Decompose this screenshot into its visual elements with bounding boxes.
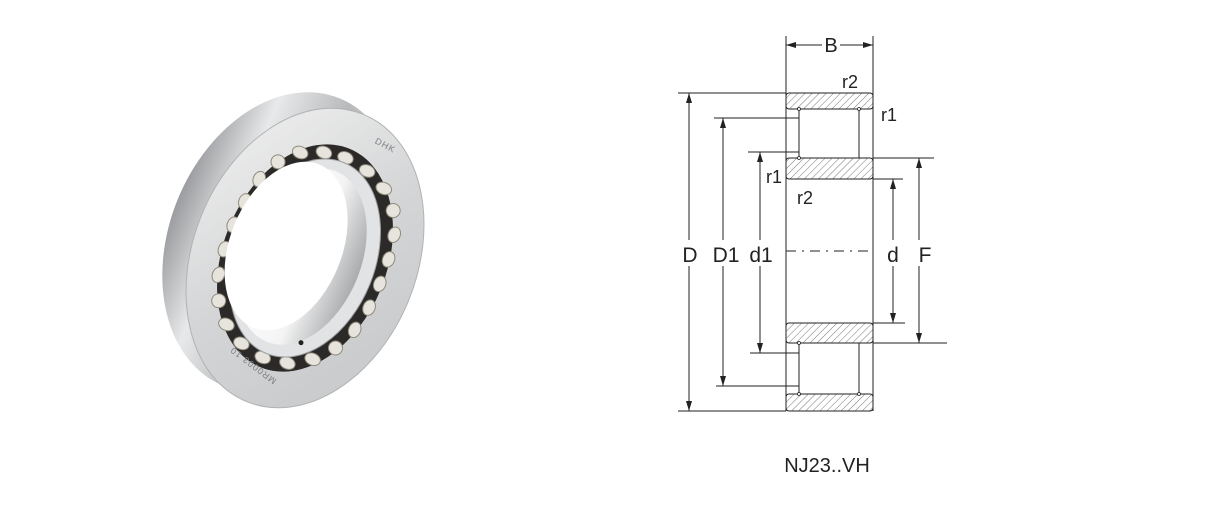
label-d1: d1 (749, 244, 772, 267)
label-D1: D1 (713, 244, 740, 267)
label-D: D (682, 244, 697, 267)
label-r2-top: r2 (842, 72, 858, 92)
rollers (211, 145, 402, 370)
bearing-photo: DHK MR0003 10 (162, 92, 425, 409)
roller-top (798, 108, 860, 159)
inner-ring-top (785, 157, 874, 180)
label-F: F (919, 244, 932, 267)
outer-ring-bottom (785, 393, 874, 412)
inner-ring-bottom (785, 322, 874, 344)
label-B: B (824, 35, 837, 57)
label-r2-inner: r2 (797, 188, 813, 208)
label-r1-inner: r1 (766, 167, 782, 187)
outer-ring-top (785, 92, 874, 110)
label-d: d (887, 244, 899, 267)
roller-bottom (798, 342, 860, 395)
label-r1-top: r1 (881, 105, 897, 125)
drawing-caption: NJ23..VH (784, 455, 870, 477)
